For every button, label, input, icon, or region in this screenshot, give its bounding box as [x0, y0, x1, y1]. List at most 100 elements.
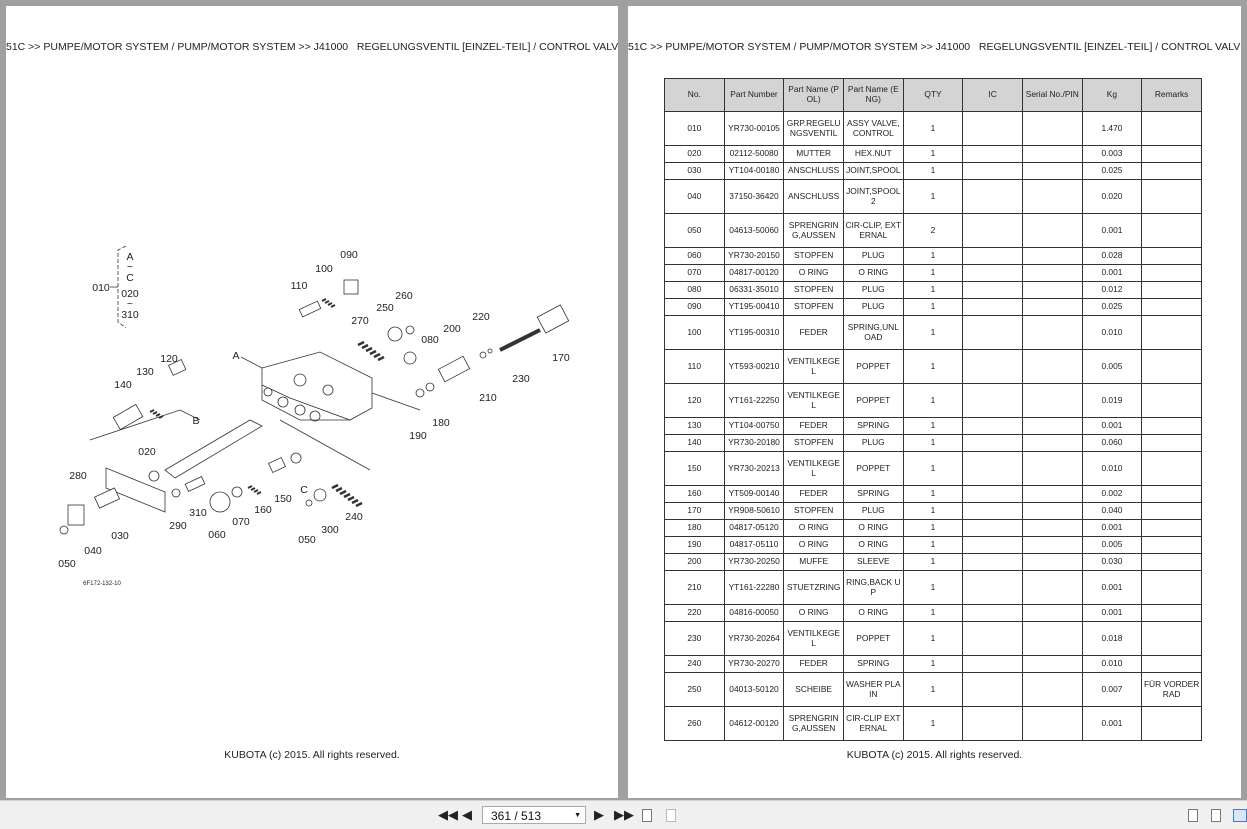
callout-070: 070 [232, 516, 250, 528]
cell-part-no: 180 [664, 519, 725, 537]
cell-part-name-pol: SPRENGRING,AUSSEN [783, 213, 844, 248]
cell-ic [962, 264, 1023, 282]
next-page-icon[interactable]: ▶ [594, 807, 604, 822]
breadcrumb: 51C >> PUMPE/MOTOR SYSTEM / PUMP/MOTOR S… [628, 41, 1241, 53]
cell-part-no: 110 [664, 349, 725, 384]
page-number-select[interactable]: 361 / 513 ▼ [482, 806, 586, 824]
chevron-down-icon: ▼ [574, 812, 581, 819]
page-indicator: 361 / 513 [491, 809, 542, 823]
cell-qty: 1 [902, 519, 964, 537]
figure-code: 6F172-132-10 [83, 581, 121, 587]
two-page-view-icon[interactable] [1233, 809, 1247, 822]
cell-part-name-pol: MUFFE [783, 553, 844, 571]
cell-part-number: 37150-36420 [723, 179, 785, 214]
cell-part-no: 160 [664, 485, 725, 503]
cell-ic [962, 179, 1023, 214]
cell-part-number: 04817-05120 [723, 519, 785, 537]
cell-ic [962, 570, 1023, 605]
cell-part-no: 220 [664, 604, 725, 622]
cell-part-no: 090 [664, 298, 725, 316]
callout-150: 150 [274, 493, 292, 505]
cell-ic [962, 315, 1023, 350]
cell-part-name-eng: POPPET [842, 451, 904, 486]
cell-kg: 0.010 [1081, 451, 1143, 486]
cell-qty: 1 [902, 417, 964, 435]
cell-kg: 0.007 [1081, 672, 1143, 707]
cell-kg: 0.060 [1081, 434, 1143, 452]
last-page-icon[interactable]: ▶▶ [614, 807, 634, 822]
cell-remarks [1141, 179, 1202, 214]
cell-part-no: 200 [664, 553, 725, 571]
callout-280: 280 [69, 470, 87, 482]
cell-part-no: 080 [664, 281, 725, 299]
callout-160: 160 [254, 504, 272, 516]
callout-300: 300 [321, 524, 339, 536]
cell-part-name-eng: JOINT,SPOOL 2 [842, 179, 904, 214]
cell-remarks [1141, 111, 1202, 146]
cell-part-number: YR730-20264 [723, 621, 785, 656]
cell-part-name-eng: WASHER PLAIN [842, 672, 904, 707]
cell-part-name-eng: CIR-CLIP, EXTERNAL [842, 213, 904, 248]
cell-ic [962, 485, 1023, 503]
callout-090: 090 [340, 249, 358, 261]
continuous-view-icon[interactable] [1211, 809, 1221, 822]
go-forward-view-icon[interactable] [666, 809, 676, 822]
cell-part-number: YR730-20213 [723, 451, 785, 486]
cell-remarks [1141, 706, 1202, 741]
callout-B: B [192, 415, 199, 427]
cell-part-no: 190 [664, 536, 725, 554]
callout-170: 170 [552, 352, 570, 364]
cell-part-number: YR730-00105 [723, 111, 785, 146]
cell-remarks [1141, 621, 1202, 656]
bracket-item: A [126, 251, 133, 263]
cell-part-name-pol: FEDER [783, 315, 844, 350]
callout-120: 120 [160, 353, 178, 365]
callout-130: 130 [136, 366, 154, 378]
column-header: Part Number [723, 78, 785, 112]
cell-remarks [1141, 655, 1202, 673]
cell-serial-pin [1021, 485, 1083, 503]
cell-part-no: 210 [664, 570, 725, 605]
cell-part-no: 070 [664, 264, 725, 282]
first-page-icon[interactable]: ◀◀ [438, 807, 458, 822]
cell-part-no: 150 [664, 451, 725, 486]
cell-kg: 0.040 [1081, 502, 1143, 520]
cell-serial-pin [1021, 247, 1083, 265]
cell-part-no: 140 [664, 434, 725, 452]
cell-remarks [1141, 434, 1202, 452]
cell-serial-pin [1021, 349, 1083, 384]
cell-part-no: 240 [664, 655, 725, 673]
previous-page-icon[interactable]: ◀ [462, 807, 472, 822]
cell-part-name-eng: SPRING,UNLOAD [842, 315, 904, 350]
cell-part-no: 060 [664, 247, 725, 265]
cell-kg: 0.003 [1081, 145, 1143, 163]
cell-remarks [1141, 519, 1202, 537]
cell-part-name-eng: O RING [842, 536, 904, 554]
bracket-item: 310 [121, 309, 139, 321]
cell-qty: 1 [902, 298, 964, 316]
go-back-view-icon[interactable] [642, 809, 652, 822]
cell-qty: 1 [902, 570, 964, 605]
cell-serial-pin [1021, 162, 1083, 180]
cell-part-number: YR730-20150 [723, 247, 785, 265]
cell-part-name-pol: MUTTER [783, 145, 844, 163]
cell-serial-pin [1021, 621, 1083, 656]
cell-serial-pin [1021, 536, 1083, 554]
cell-kg: 1.470 [1081, 111, 1143, 146]
cell-ic [962, 621, 1023, 656]
callout-200: 200 [443, 323, 461, 335]
cell-qty: 1 [902, 264, 964, 282]
single-page-view-icon[interactable] [1188, 809, 1198, 822]
cell-part-name-pol: STOPFEN [783, 434, 844, 452]
cell-remarks [1141, 570, 1202, 605]
callout-140: 140 [114, 379, 132, 391]
cell-part-name-eng: POPPET [842, 621, 904, 656]
